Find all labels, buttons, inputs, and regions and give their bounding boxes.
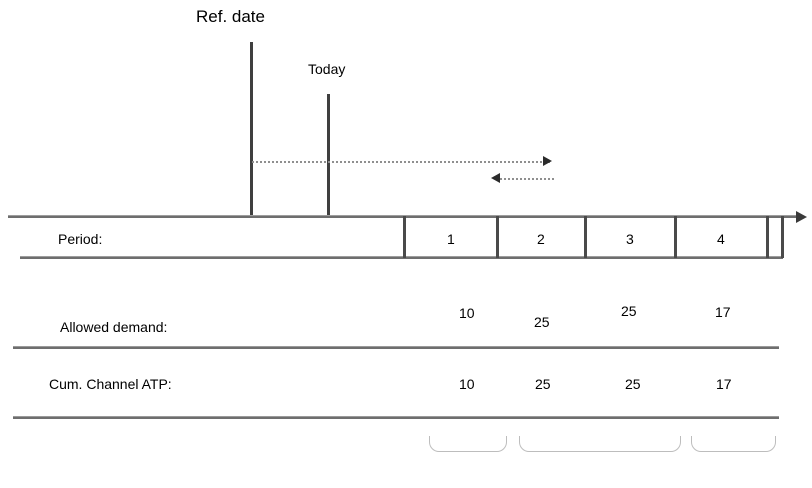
period-divider-4 bbox=[766, 216, 769, 258]
allowed-demand-value-1: 10 bbox=[459, 305, 475, 321]
forward-flow-dashed-line bbox=[252, 161, 550, 163]
cum-channel-atp-row-bottom-line bbox=[13, 416, 779, 419]
today-marker-line bbox=[327, 94, 330, 218]
allowed-demand-value-3: 25 bbox=[621, 303, 637, 319]
ref-date-marker-line bbox=[250, 42, 253, 218]
period-row-label: Period: bbox=[58, 231, 103, 247]
period-cell-2: 2 bbox=[537, 231, 545, 247]
period-divider-1 bbox=[496, 216, 499, 258]
cum-channel-atp-value-3: 25 bbox=[625, 376, 641, 392]
period-divider-3 bbox=[674, 216, 677, 258]
forward-flow-arrowhead bbox=[543, 156, 552, 166]
grouping-brace-2 bbox=[519, 436, 681, 452]
cum-channel-atp-row-label: Cum. Channel ATP: bbox=[49, 376, 172, 392]
grouping-brace-1 bbox=[429, 436, 507, 452]
allowed-demand-value-4: 17 bbox=[715, 304, 731, 320]
allowed-demand-row-label: Allowed demand: bbox=[60, 319, 168, 335]
period-cell-4: 4 bbox=[717, 231, 725, 247]
backward-flow-arrowhead bbox=[491, 173, 500, 183]
period-divider-0 bbox=[403, 216, 406, 258]
ref-date-label: Ref. date bbox=[196, 7, 265, 26]
today-label: Today bbox=[308, 61, 346, 77]
period-cell-1: 1 bbox=[447, 231, 455, 247]
period-divider-5 bbox=[781, 216, 784, 258]
cum-channel-atp-value-4: 17 bbox=[716, 376, 732, 392]
timeline-axis-arrowhead bbox=[796, 211, 807, 223]
cum-channel-atp-value-2: 25 bbox=[535, 376, 551, 392]
allowed-demand-value-2: 25 bbox=[534, 314, 550, 330]
allowed-demand-row-bottom-line bbox=[13, 346, 779, 349]
backward-flow-dashed-line bbox=[500, 178, 554, 180]
period-divider-2 bbox=[584, 216, 587, 258]
cum-channel-atp-value-1: 10 bbox=[459, 376, 475, 392]
period-row-bottom-line bbox=[20, 256, 783, 259]
period-cell-3: 3 bbox=[626, 231, 634, 247]
grouping-brace-3 bbox=[691, 436, 776, 452]
